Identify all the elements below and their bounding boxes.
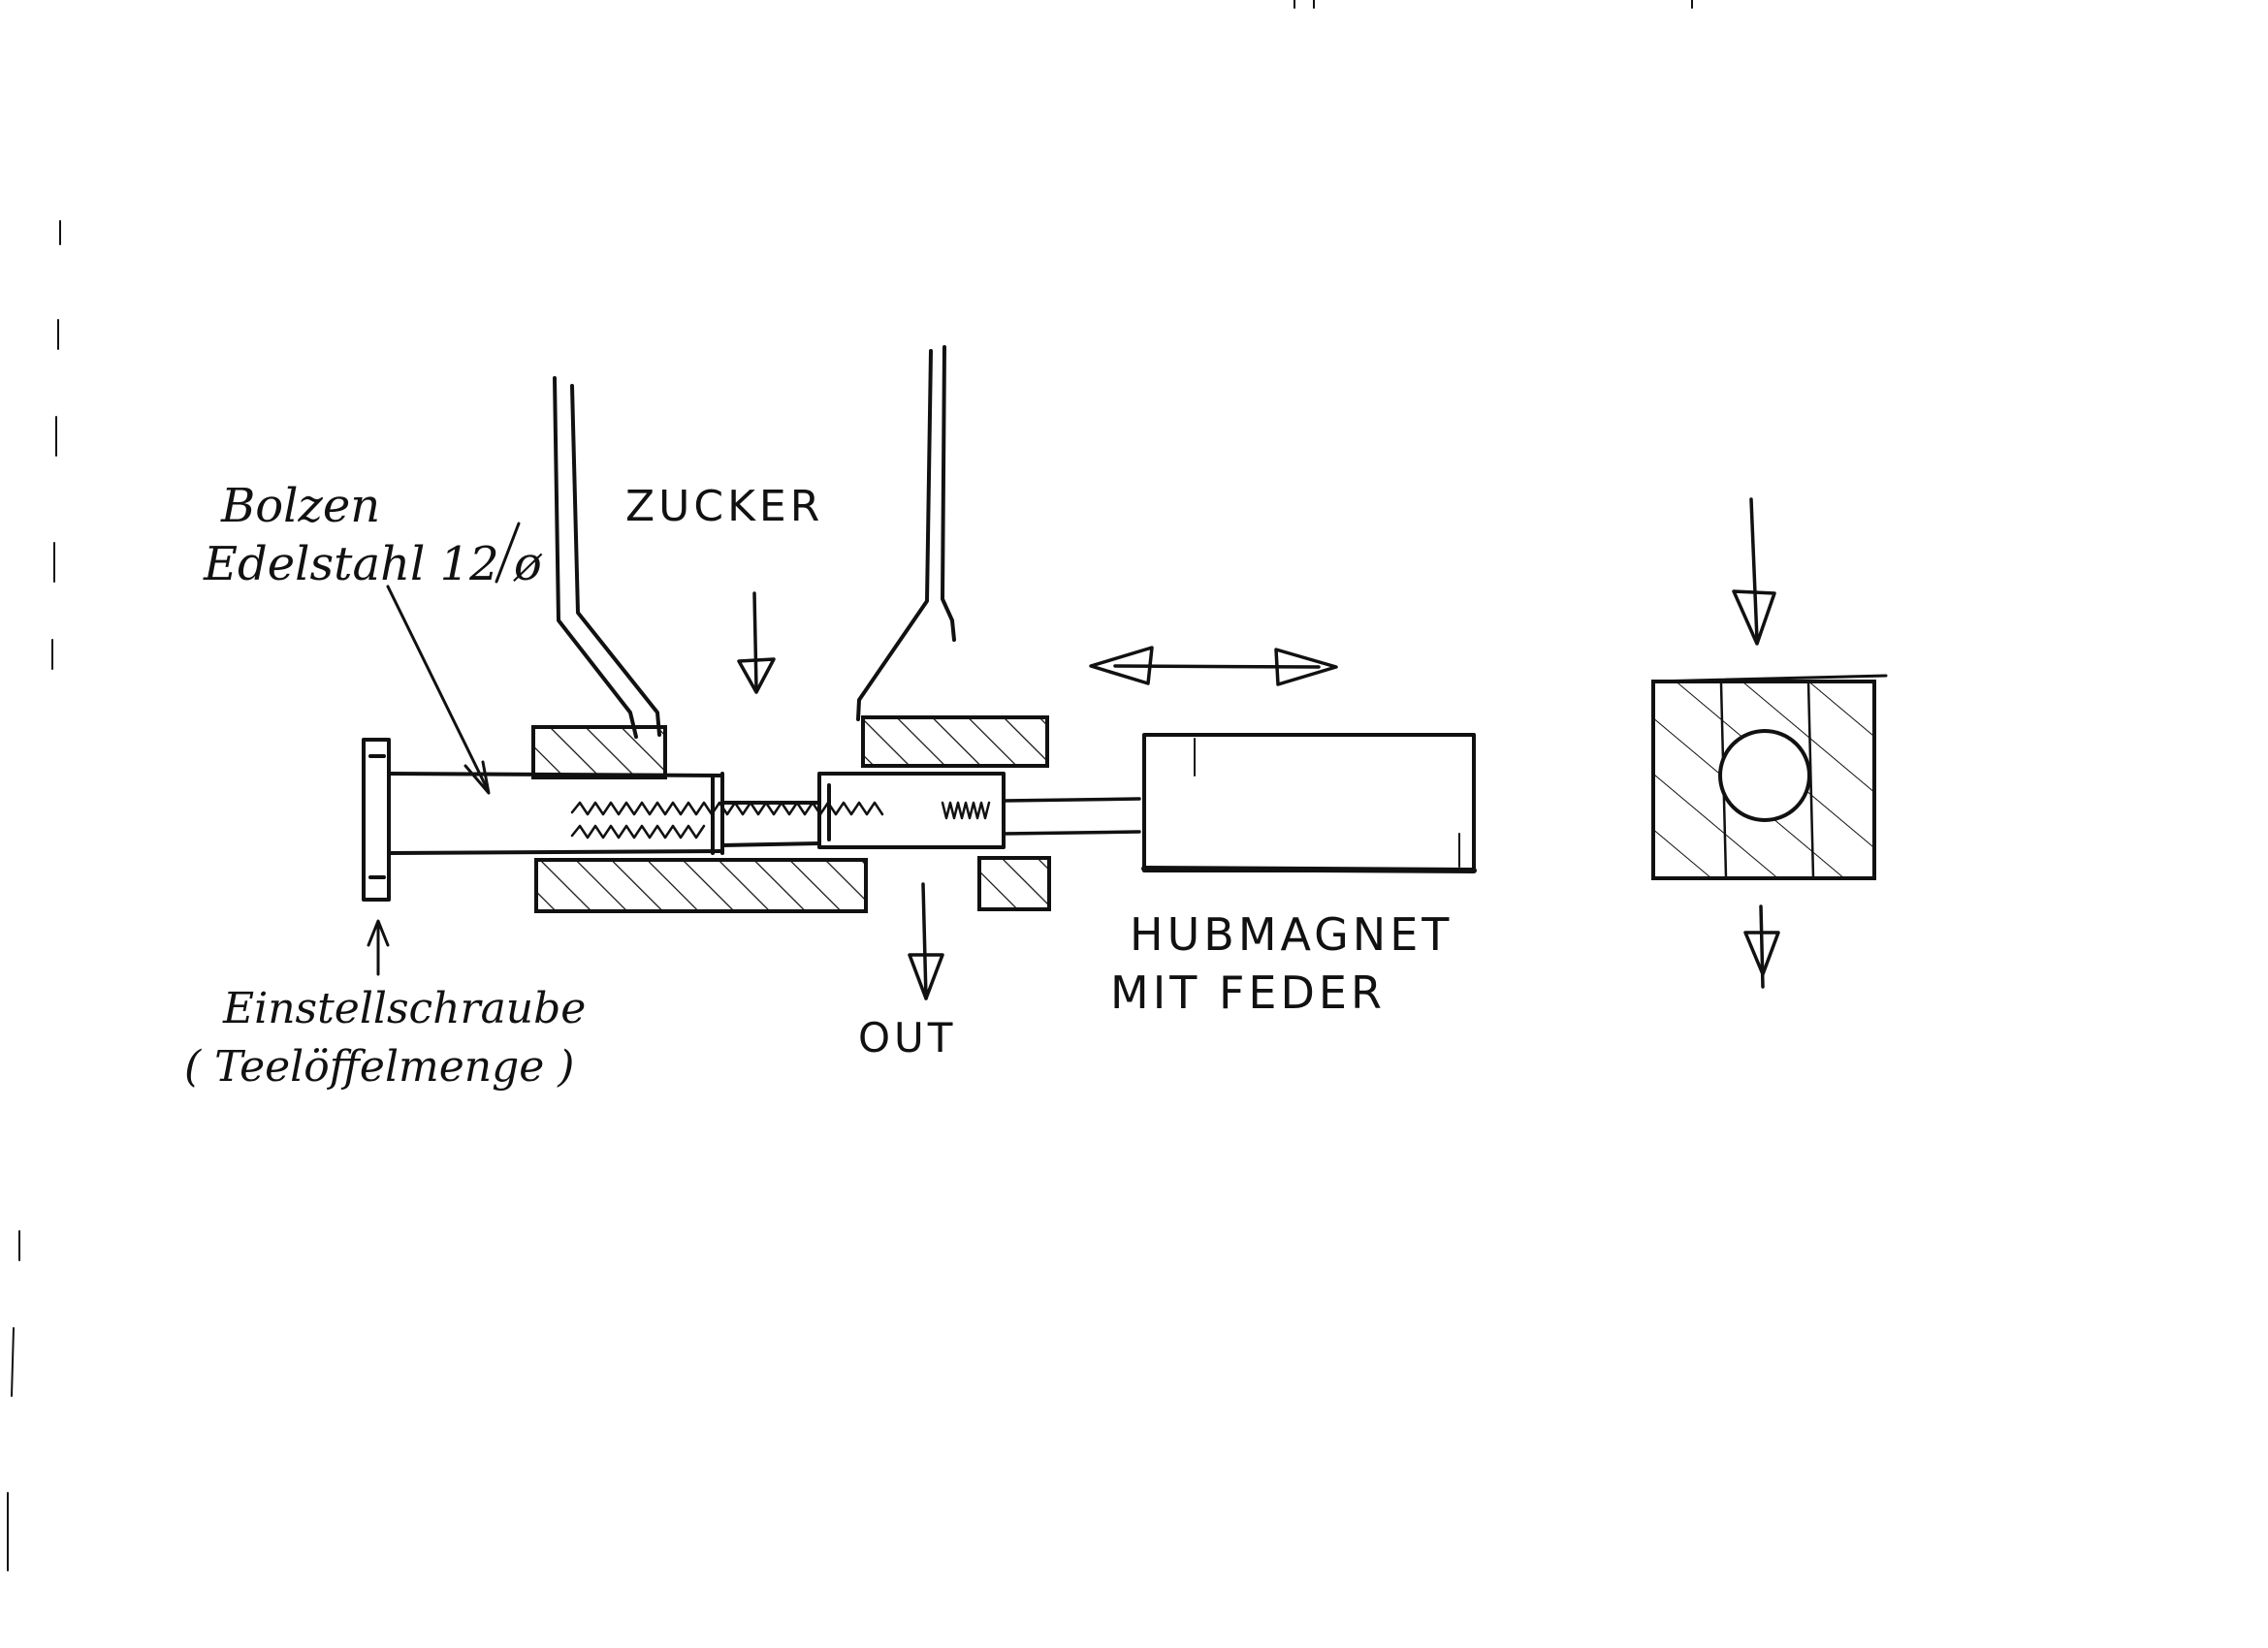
out-label: OUT [858, 1014, 956, 1062]
stainless-bolt [387, 772, 821, 855]
upper-right-block [861, 715, 1049, 768]
bolt-bore-circle [1718, 729, 1811, 822]
lower-guide-block [534, 858, 868, 913]
solenoid-plunger-rod [1002, 797, 1141, 836]
zucker-inflow-arrow [737, 591, 776, 694]
zucker-label: ZUCKER [625, 482, 823, 531]
out-arrow [908, 882, 944, 1000]
mit-feder-label: MIT FEDER [1110, 967, 1386, 1019]
section-arrow-in [1732, 497, 1776, 646]
bolzen-label: Bolzen [220, 479, 380, 533]
adjusting-screw-head [362, 738, 391, 902]
einstellschraube-label: Einstellschraube [222, 984, 586, 1033]
diameter-symbol-stroke [495, 522, 521, 584]
teeloeffelmenge-label: ( Teelöffelmenge ) [184, 1042, 574, 1092]
edelstahl-label: Edelstahl 12 ø [203, 537, 543, 591]
sugar-hopper [553, 345, 956, 739]
hubmagnet-label: HUBMAGNET [1130, 908, 1453, 961]
lower-right-block [977, 856, 1051, 911]
section-arrow-out [1743, 904, 1780, 989]
compression-spring [570, 801, 884, 840]
dosing-piston [817, 772, 1006, 849]
cross-section-view [1651, 674, 1888, 880]
lifting-solenoid [1141, 733, 1477, 873]
bolzen-leader-line [386, 585, 491, 795]
scan-edge-marks [7, 0, 1693, 1571]
einstellschraube-leader-line [367, 919, 390, 976]
stroke-direction-arrow [1089, 646, 1338, 686]
upper-left-block [531, 725, 667, 779]
